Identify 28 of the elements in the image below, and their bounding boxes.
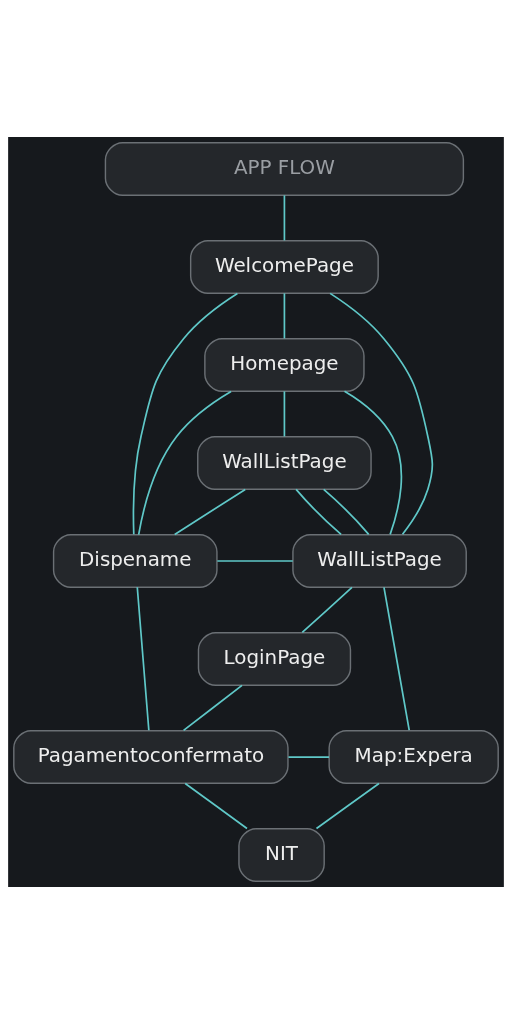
node-box: LoginPage bbox=[197, 632, 352, 686]
connector bbox=[283, 292, 286, 340]
connector bbox=[283, 390, 286, 438]
node-box: NIT bbox=[238, 828, 325, 883]
connector bbox=[136, 586, 150, 732]
connector bbox=[295, 488, 342, 536]
node-box: APP FLOW bbox=[104, 141, 465, 196]
connector bbox=[329, 292, 434, 536]
node-box: Homepage bbox=[204, 338, 365, 392]
connector bbox=[287, 756, 330, 758]
connector bbox=[343, 390, 403, 536]
node-box: WelcomePage bbox=[189, 240, 379, 294]
connector bbox=[315, 782, 380, 830]
connector bbox=[322, 488, 370, 536]
connector bbox=[173, 488, 247, 536]
connector bbox=[283, 194, 286, 242]
node-box: Pagamentoconfermato bbox=[13, 730, 289, 784]
node-box: WallListPage bbox=[292, 534, 467, 588]
connector bbox=[182, 684, 243, 732]
connector bbox=[137, 390, 232, 536]
node-box: Map:Expera bbox=[328, 730, 499, 784]
connector bbox=[216, 560, 294, 562]
connector bbox=[132, 292, 239, 536]
connector bbox=[184, 782, 248, 830]
node-box: Dispename bbox=[52, 534, 218, 588]
connector bbox=[301, 586, 353, 634]
connector bbox=[383, 586, 411, 732]
node-box: WallListPage bbox=[197, 436, 372, 490]
